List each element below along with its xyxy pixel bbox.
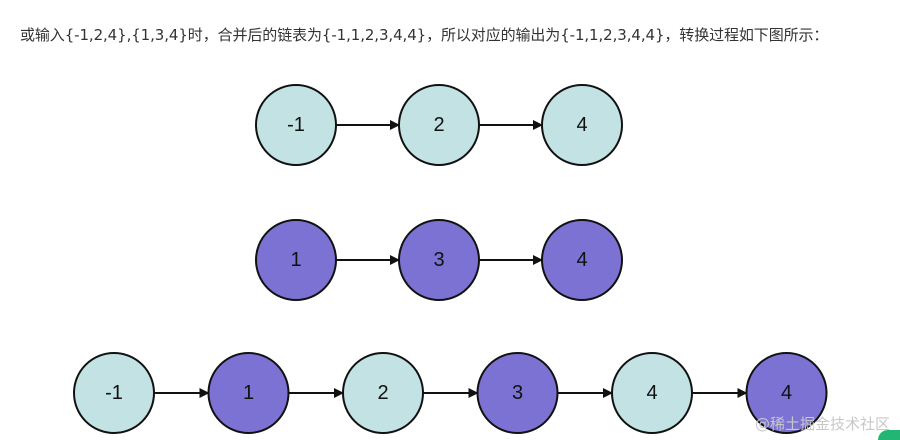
watermark: @稀土掘金技术社区: [754, 415, 890, 433]
node-value: -1: [105, 382, 123, 404]
juejin-logo-icon: [878, 430, 900, 440]
list-node: [398, 219, 480, 301]
node-value: 2: [377, 382, 388, 404]
node-value: 3: [433, 249, 444, 271]
node-value: 4: [646, 382, 657, 404]
node-value: -1: [287, 114, 305, 136]
list-node: [255, 219, 337, 301]
node-value: 1: [243, 382, 254, 404]
node-value: 2: [433, 114, 444, 136]
node-value: 4: [576, 249, 587, 271]
list-node: [342, 352, 424, 434]
intro-text: 或输入{-1,2,4},{1,3,4}时，合并后的链表为{-1,1,2,3,4,…: [20, 26, 829, 44]
node-value: 3: [512, 382, 523, 404]
list-node: [541, 219, 623, 301]
merged-list: -1 1 2 3 4 4: [73, 352, 828, 434]
list-node: [398, 84, 480, 166]
node-value: 4: [576, 114, 587, 136]
list-node: [611, 352, 693, 434]
list-node: [541, 84, 623, 166]
list-node: [255, 84, 337, 166]
list-node: [73, 352, 155, 434]
node-value: 4: [781, 382, 792, 404]
node-value: 1: [290, 249, 301, 271]
list-node: [476, 352, 559, 434]
list-node: [207, 352, 290, 434]
list-node: [745, 352, 828, 434]
list-a: -1 2 4: [255, 84, 623, 166]
list-b: 1 3 4: [255, 219, 623, 301]
